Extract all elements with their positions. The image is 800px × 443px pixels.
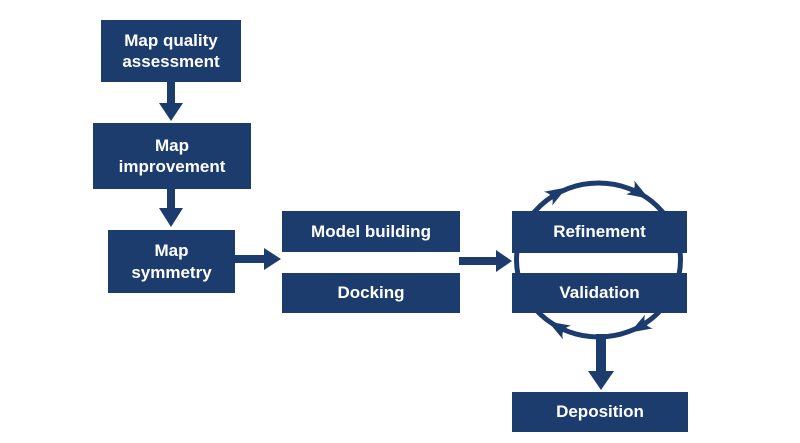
node-model-building: Model building [282,211,460,252]
arrow-cycle-to-deposition [588,334,614,390]
node-validation: Validation [512,273,687,313]
arrow-building-to-refinement [459,250,512,272]
cycle-arrowhead-bottom-left-icon [547,321,572,340]
node-docking: Docking [282,273,460,313]
node-map-improvement: Map improvement [93,123,251,189]
node-deposition: Deposition [512,392,688,432]
node-map-symmetry: Map symmetry [108,230,235,293]
node-map-quality-assessment: Map quality assessment [101,20,241,82]
arrow-improvement-to-symmetry [159,189,183,227]
arrow-quality-to-improvement [159,82,183,121]
cycle-arrowhead-top-right-icon [625,180,649,199]
arrow-symmetry-to-building [235,248,281,270]
refinement-validation-cycle-ring [514,180,683,340]
cycle-arrowhead-bottom-right-icon [629,314,654,333]
node-refinement: Refinement [512,211,687,253]
cycle-arrowhead-top-left-icon [543,187,567,206]
